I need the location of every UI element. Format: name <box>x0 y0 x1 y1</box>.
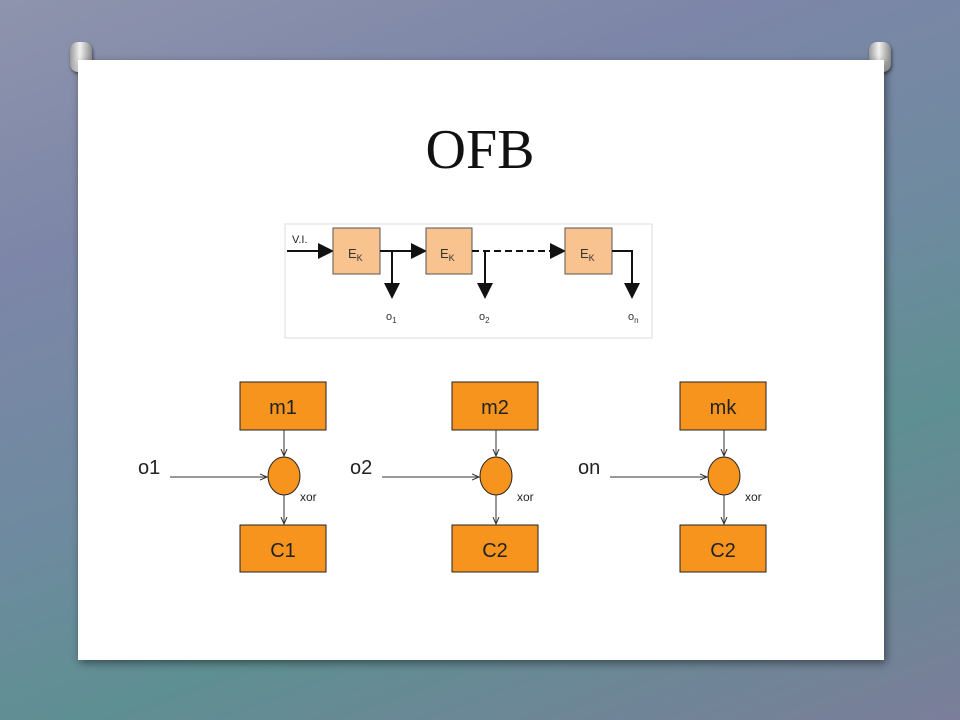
ofb-chain: V.I. EK EK EK o1 o2 on <box>284 223 653 339</box>
message-label: m1 <box>269 397 297 419</box>
encrypt-block-2: EK <box>425 227 473 275</box>
output-label-1: o1 <box>386 311 397 325</box>
cipher-label: C2 <box>710 540 736 562</box>
stream-label: on <box>578 457 600 479</box>
encrypt-block-1: EK <box>332 227 381 275</box>
cipher-label: C1 <box>270 540 296 562</box>
cipher-label: C2 <box>482 540 508 562</box>
iv-label: V.I. <box>292 234 308 246</box>
stream-label: o1 <box>138 457 160 479</box>
xor-label: xor <box>517 490 534 504</box>
output-label-n: on <box>628 311 639 325</box>
output-label-2: o2 <box>479 311 490 325</box>
message-label: m2 <box>481 397 509 419</box>
svg-text:EK: EK <box>580 246 595 263</box>
svg-text:EK: EK <box>348 246 363 263</box>
xor-group-2: m2 o2 xor C2 <box>350 381 539 573</box>
xor-label: xor <box>745 490 762 504</box>
encrypt-block-n: EK <box>564 227 613 275</box>
xor-group-k: mk on xor C2 <box>578 381 767 573</box>
svg-text:EK: EK <box>440 246 455 263</box>
xor-label: xor <box>300 490 317 504</box>
xor-group-1: m1 o1 xor C1 <box>138 381 327 573</box>
stream-label: o2 <box>350 457 372 479</box>
message-label: mk <box>710 397 738 419</box>
slide-title: OFB <box>425 119 535 181</box>
